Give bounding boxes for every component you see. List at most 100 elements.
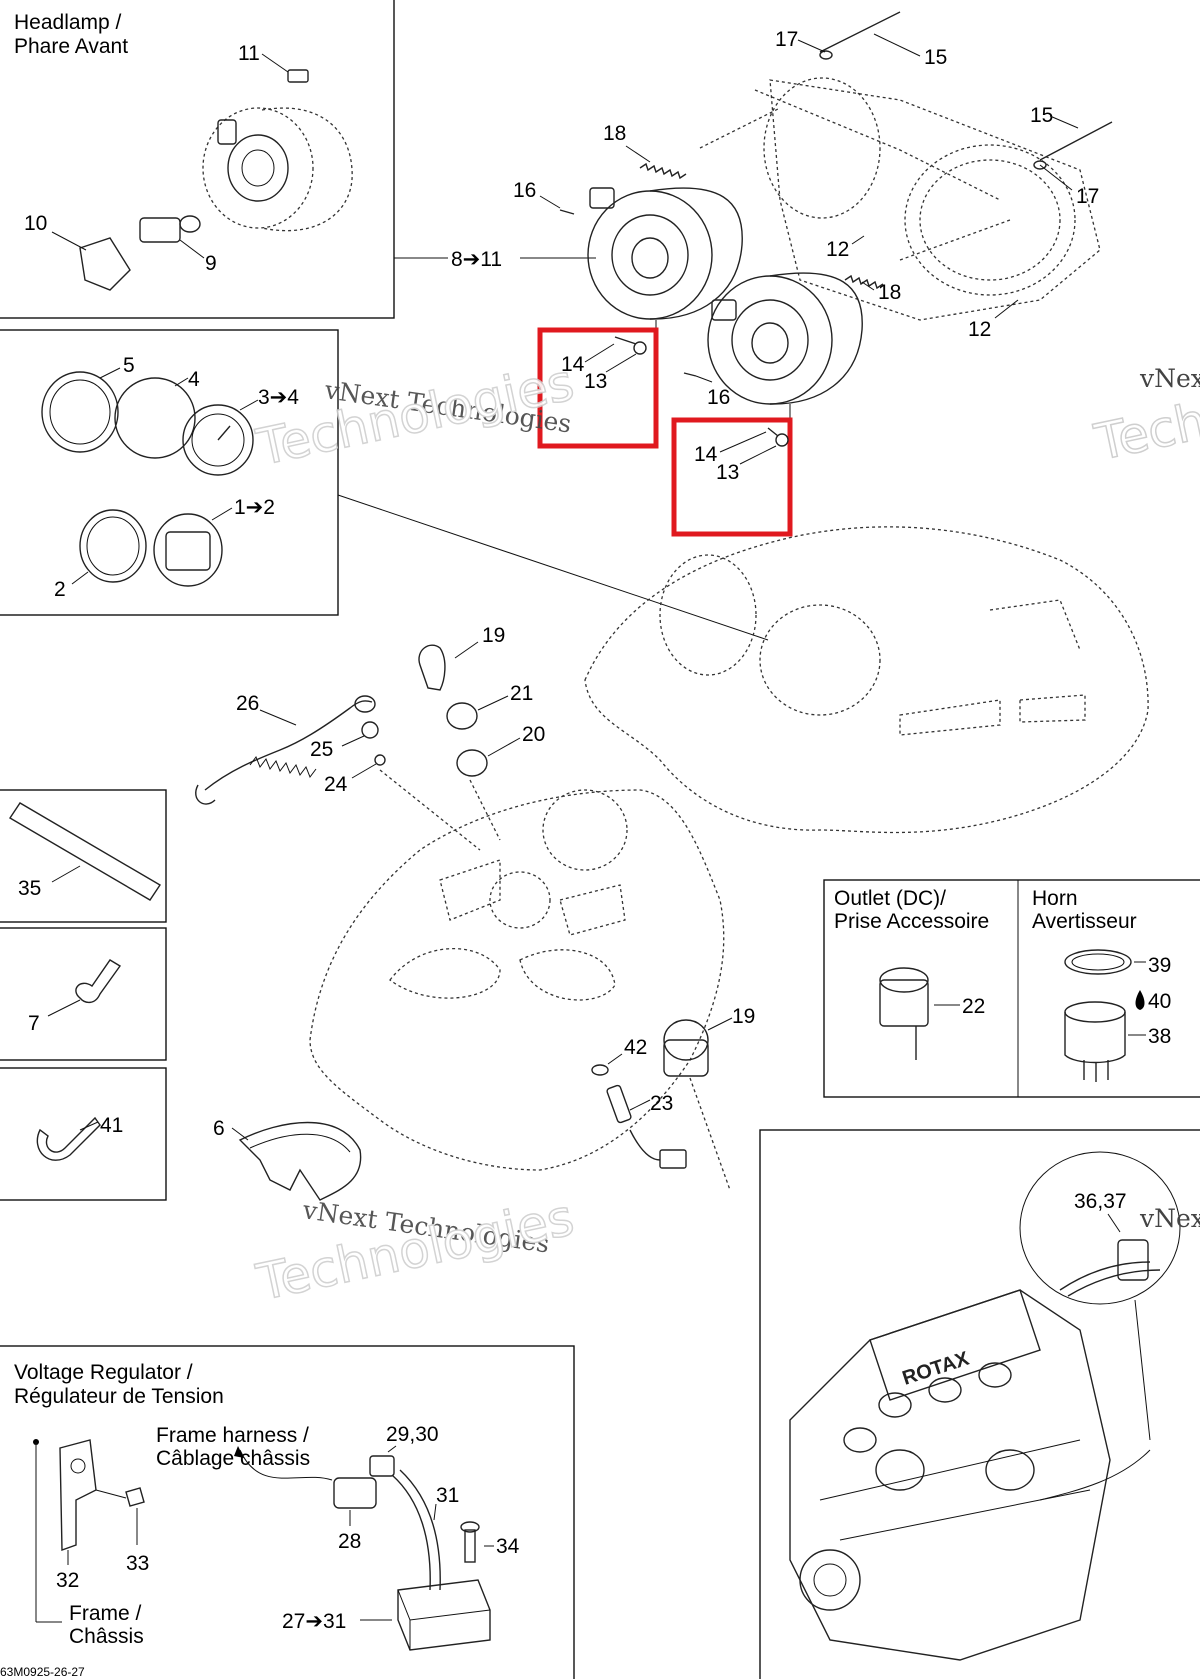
- callout-14: 14: [694, 443, 718, 466]
- watermark-text: Technologies: [251, 1188, 578, 1312]
- engine-box-frame: [759, 1129, 1200, 1679]
- callout-41: 41: [100, 1114, 123, 1137]
- callout-7: 7: [28, 1012, 40, 1035]
- voltage-title-en: Voltage Regulator /: [14, 1361, 193, 1384]
- callout-10: 10: [24, 212, 47, 235]
- callout-16: 16: [513, 179, 536, 202]
- left-headlamp-assembly: [587, 187, 743, 352]
- headlamp-bracket-drawing: [639, 11, 1113, 321]
- harness-title-fr: Câblage châssis: [156, 1447, 310, 1470]
- callout-34: 34: [496, 1535, 520, 1558]
- switch-wire-part: [606, 1084, 687, 1169]
- callout-15: 15: [924, 46, 947, 69]
- box-frame: [0, 789, 167, 923]
- callout-12: 12: [826, 238, 849, 261]
- voltage-regulator-box-frame: [0, 1345, 575, 1679]
- callout-17: 17: [775, 28, 798, 51]
- headlamp-box: Headlamp / Phare Avant 11 9 10: [0, 0, 448, 319]
- screw-part: [125, 1487, 145, 1507]
- callout-40: 40: [1148, 990, 1171, 1013]
- watermark-top: vNext Technologies Technologies: [251, 352, 580, 477]
- horn-part: [1064, 1001, 1126, 1082]
- horn-ring-part: [1064, 949, 1132, 975]
- engine-box: 36,37 ROTAX: [759, 1129, 1200, 1679]
- engine-drawing: ROTAX: [789, 1289, 1151, 1661]
- voltage-title-fr: Régulateur de Tension: [14, 1385, 224, 1408]
- pin-part: [559, 209, 575, 215]
- red-highlight-frame: [671, 417, 793, 537]
- callout-31: 31: [436, 1484, 459, 1507]
- callout-8-to-11: 8➔11: [451, 248, 502, 271]
- watermark-text: vNex: [1139, 364, 1200, 393]
- horn-title-fr: Avertisseur: [1032, 910, 1137, 933]
- callout-13: 13: [716, 461, 739, 484]
- callout-6: 6: [213, 1117, 225, 1140]
- horn-title-en: Horn: [1032, 887, 1078, 910]
- tether-cord-part: [195, 695, 376, 805]
- outlet-title-fr: Prise Accessoire: [834, 910, 989, 933]
- switch-cap-part: [446, 702, 478, 730]
- callout-5: 5: [123, 354, 135, 377]
- outlet-horn-box: Outlet (DC)/ Prise Accessoire Horn Avert…: [823, 879, 1200, 1098]
- cable-tie-part: [36, 1116, 101, 1161]
- console-drawing: [309, 769, 725, 1171]
- gauge-part: [182, 404, 254, 476]
- callout-22: 22: [962, 995, 985, 1018]
- callout-19: 19: [732, 1005, 755, 1028]
- socket-part: [51, 231, 131, 291]
- watermark-bottom: vNext Technologies Technologies: [251, 1187, 580, 1312]
- watermark-text: vNex: [1139, 1204, 1200, 1233]
- box-35: 35: [0, 789, 167, 923]
- bezel-ring-part: [79, 509, 147, 583]
- voltage-regulator-part: [397, 1579, 491, 1651]
- figure-code: 63M0925-26-27: [0, 1665, 85, 1679]
- box-41: 41: [0, 1067, 167, 1201]
- callout-35: 35: [18, 877, 41, 900]
- tube-part: [9, 802, 161, 901]
- ignition-switch-part: [663, 1019, 731, 1191]
- highlight-box-right: 14 13: [671, 417, 793, 537]
- headlamp-title-en: Headlamp /: [14, 11, 122, 34]
- callout-33: 33: [126, 1552, 149, 1575]
- bezel-ring-part: [41, 371, 119, 453]
- outlet-horn-box-frame: [823, 879, 1200, 1098]
- callout-3-to-4: 3➔4: [258, 386, 299, 409]
- outlet-title-en: Outlet (DC)/: [834, 887, 946, 910]
- callout-11: 11: [238, 42, 260, 65]
- callout-27-to-31: 27➔31: [282, 1610, 346, 1633]
- headlamp-housing-drawing: [202, 107, 353, 232]
- frame-title-fr: Châssis: [69, 1625, 144, 1648]
- callout-32: 32: [56, 1569, 79, 1592]
- gauges-box-frame: [0, 329, 339, 616]
- callout-25: 25: [310, 738, 333, 761]
- callout-15: 15: [1030, 104, 1053, 127]
- callout-17: 17: [1076, 185, 1099, 208]
- callout-2: 2: [54, 578, 66, 601]
- callout-9: 9: [205, 252, 217, 275]
- callout-4: 4: [188, 368, 200, 391]
- callout-24: 24: [324, 773, 348, 796]
- grommet-part: [361, 721, 379, 739]
- callout-28: 28: [338, 1530, 361, 1553]
- red-highlight-frame: [537, 327, 659, 449]
- callout-23: 23: [650, 1092, 673, 1115]
- highlight-box-left: 14 13: [537, 327, 659, 449]
- connector-part: [369, 1455, 395, 1477]
- box-frame: [0, 927, 167, 1061]
- tether-key-part: [418, 644, 446, 691]
- headlamp-title-fr: Phare Avant: [14, 35, 128, 58]
- watermark-text: Technologies: [251, 353, 578, 477]
- callout-1-to-2: 1➔2: [234, 496, 275, 519]
- drop-icon: [1135, 990, 1145, 1010]
- nut-part: [374, 754, 386, 766]
- frame-title-en: Frame /: [69, 1602, 142, 1625]
- headlamp-box-frame: [0, 0, 395, 319]
- connector-detail-part: [1059, 1239, 1161, 1297]
- engine-brand-logo: ROTAX: [900, 1347, 973, 1389]
- callout-20: 20: [522, 723, 545, 746]
- clip-part: [75, 959, 122, 1004]
- callout-18: 18: [878, 281, 901, 304]
- switch-nut-part: [456, 749, 488, 777]
- callout-36-37: 36,37: [1074, 1190, 1127, 1213]
